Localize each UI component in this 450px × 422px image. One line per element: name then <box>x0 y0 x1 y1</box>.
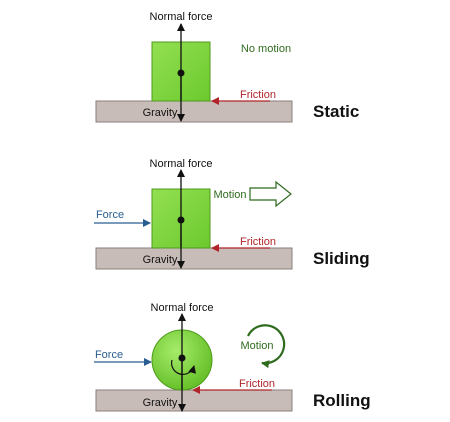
motion-rotation-arrow-rolling <box>247 324 286 369</box>
panel-static: Normal force Gravity Friction No motion … <box>95 11 359 123</box>
center-of-mass-rolling <box>178 354 186 362</box>
force-label-sliding: Force <box>96 209 124 221</box>
ground-rolling <box>95 389 293 412</box>
friction-label-rolling: Friction <box>239 378 275 390</box>
motion-label-sliding: Motion <box>213 189 246 201</box>
gravity-label-sliding: Gravity <box>143 254 178 266</box>
motion-label-static: No motion <box>241 43 291 55</box>
panel-rolling: Normal force Gravity Friction Motion For… <box>94 302 371 412</box>
normal-force-label-sliding: Normal force <box>150 158 213 170</box>
gravity-label-static: Gravity <box>143 107 178 119</box>
panel-title-sliding: Sliding <box>313 249 370 268</box>
gravity-label-rolling: Gravity <box>143 397 178 409</box>
panel-sliding: Normal force Gravity Friction Motion For… <box>94 158 370 270</box>
panel-title-static: Static <box>313 102 359 121</box>
normal-force-label-static: Normal force <box>150 11 213 23</box>
ground-static <box>95 100 293 123</box>
friction-label-static: Friction <box>240 89 276 101</box>
rotation-arrow-rolling <box>171 359 197 375</box>
force-label-rolling: Force <box>95 349 123 361</box>
friction-label-sliding: Friction <box>240 236 276 248</box>
motion-label-rolling: Motion <box>240 340 273 352</box>
motion-arrow-sliding <box>249 180 292 208</box>
center-of-mass-sliding <box>177 216 185 224</box>
normal-force-label-rolling: Normal force <box>151 302 214 314</box>
ground-sliding <box>95 247 293 270</box>
panel-title-rolling: Rolling <box>313 391 371 410</box>
center-of-mass-static <box>177 69 185 77</box>
